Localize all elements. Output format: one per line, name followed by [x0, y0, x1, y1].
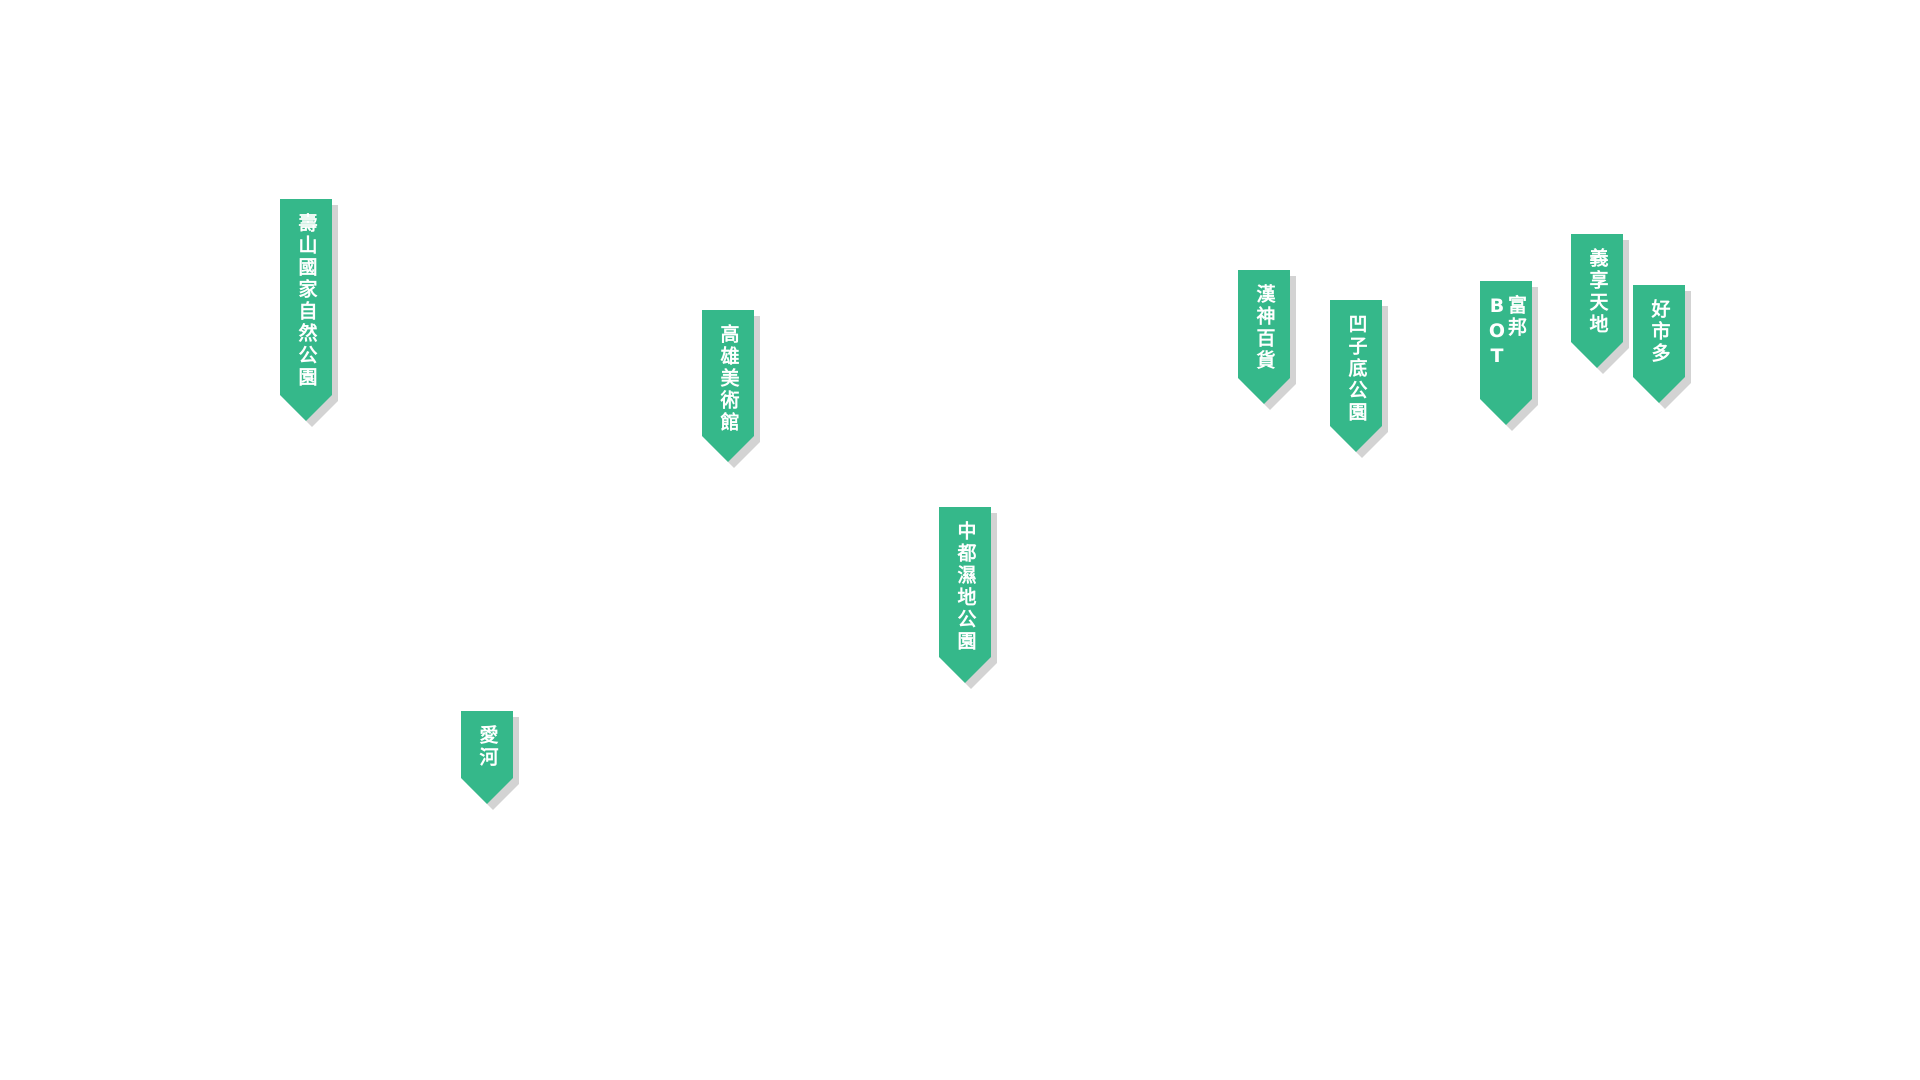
bookmark-ribbon-marker-icon: 高雄美術館 [702, 310, 754, 462]
map-marker-zhongdu[interactable]: 中都濕地公園 [939, 507, 991, 683]
marker-label: 凹子底公園 [1345, 314, 1368, 424]
marker-label: 中都濕地公園 [954, 521, 977, 653]
marker-label: 愛河 [476, 725, 499, 769]
bookmark-ribbon-marker-icon: 壽山國家自然公園 [280, 199, 332, 421]
marker-label: 漢神百貨 [1253, 284, 1276, 372]
bookmark-ribbon-marker-icon: 好市多 [1633, 285, 1685, 403]
bookmark-ribbon-marker-icon: 中都濕地公園 [939, 507, 991, 683]
bookmark-ribbon-marker-icon: 漢神百貨 [1238, 270, 1290, 404]
bookmark-ribbon-marker-icon: 凹子底公園 [1330, 300, 1382, 452]
bookmark-ribbon-marker-icon: 富邦 BOT [1480, 281, 1532, 425]
marker-label: 壽山國家自然公園 [295, 213, 318, 389]
marker-label: 好市多 [1648, 299, 1671, 365]
map-marker-aozidi[interactable]: 凹子底公園 [1330, 300, 1382, 452]
map-marker-love-river[interactable]: 愛河 [461, 711, 513, 804]
bookmark-ribbon-marker-icon: 義享天地 [1571, 234, 1623, 368]
marker-label: 高雄美術館 [717, 324, 740, 434]
map-marker-hanshin[interactable]: 漢神百貨 [1238, 270, 1290, 404]
map-marker-shoushan[interactable]: 壽山國家自然公園 [280, 199, 332, 421]
map-marker-museum[interactable]: 高雄美術館 [702, 310, 754, 462]
map-marker-fubon[interactable]: 富邦 BOT [1480, 281, 1532, 425]
marker-label: 義享天地 [1586, 248, 1609, 336]
marker-label: 富邦 BOT [1486, 295, 1527, 370]
map-marker-yixiang[interactable]: 義享天地 [1571, 234, 1623, 368]
map-marker-costco[interactable]: 好市多 [1633, 285, 1685, 403]
